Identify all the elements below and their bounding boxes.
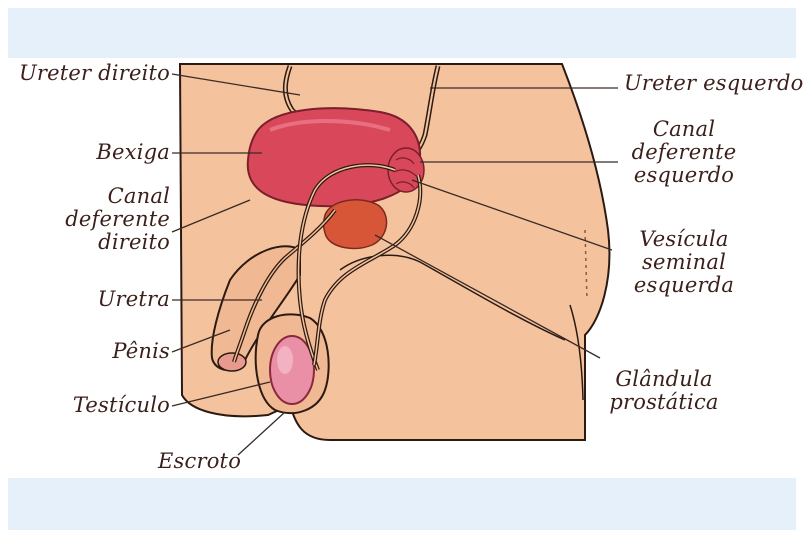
- label-line: Glândula: [602, 368, 726, 391]
- label-line: deferente: [626, 141, 742, 164]
- label-glandula-prostatica: Glândula prostática: [602, 368, 726, 414]
- testicle-highlight: [277, 346, 293, 374]
- label-line: Canal: [65, 185, 170, 208]
- label-line: Canal: [626, 118, 742, 141]
- label-line: Vesícula: [626, 228, 742, 251]
- testicle: [270, 336, 314, 404]
- label-testiculo: Testículo: [73, 394, 170, 417]
- label-escroto: Escroto: [158, 450, 241, 473]
- label-uretra: Uretra: [98, 288, 170, 311]
- label-penis: Pênis: [112, 340, 170, 363]
- label-vesicula-seminal-esquerda: Vesícula seminal esquerda: [626, 228, 742, 297]
- prostate-gland: [324, 200, 387, 249]
- label-line: seminal: [626, 251, 742, 274]
- label-line: deferente: [65, 208, 170, 231]
- label-line: esquerdo: [626, 164, 742, 187]
- label-canal-deferente-direito: Canal deferente direito: [65, 185, 170, 254]
- label-line: direito: [65, 231, 170, 254]
- label-ureter-esquerdo: Ureter esquerdo: [624, 72, 803, 95]
- label-ureter-direito: Ureter direito: [19, 62, 170, 85]
- leader-escroto: [238, 412, 285, 455]
- label-line: esquerda: [626, 274, 742, 297]
- label-canal-deferente-esquerdo: Canal deferente esquerdo: [626, 118, 742, 187]
- glans: [218, 353, 246, 371]
- label-bexiga: Bexiga: [96, 141, 170, 164]
- label-line: prostática: [602, 391, 726, 414]
